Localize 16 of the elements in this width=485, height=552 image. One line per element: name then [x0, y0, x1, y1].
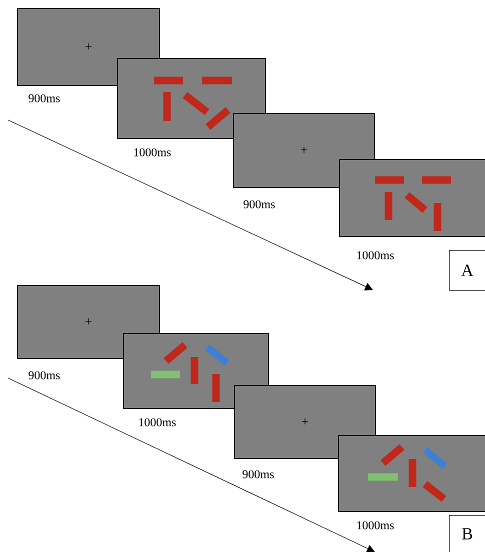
- fixation-screen: +: [17, 8, 160, 86]
- duration-label: 1000ms: [357, 521, 394, 530]
- duration-label: 900ms: [242, 470, 274, 478]
- panel-letter: A: [449, 250, 485, 291]
- duration-label: 900ms: [244, 200, 275, 208]
- fixation-screen: +: [234, 385, 376, 459]
- duration-label: 900ms: [28, 94, 60, 102]
- stimulus-screen: [338, 435, 485, 512]
- panel-letter: B: [449, 515, 485, 552]
- stimulus-screen: [339, 159, 485, 237]
- duration-label: 1000ms: [139, 418, 176, 426]
- fixation-screen: +: [17, 285, 160, 359]
- duration-label: 900ms: [28, 371, 60, 380]
- duration-label: 1000ms: [134, 148, 171, 156]
- fixation-screen: +: [233, 113, 375, 188]
- duration-label: 1000ms: [357, 251, 394, 260]
